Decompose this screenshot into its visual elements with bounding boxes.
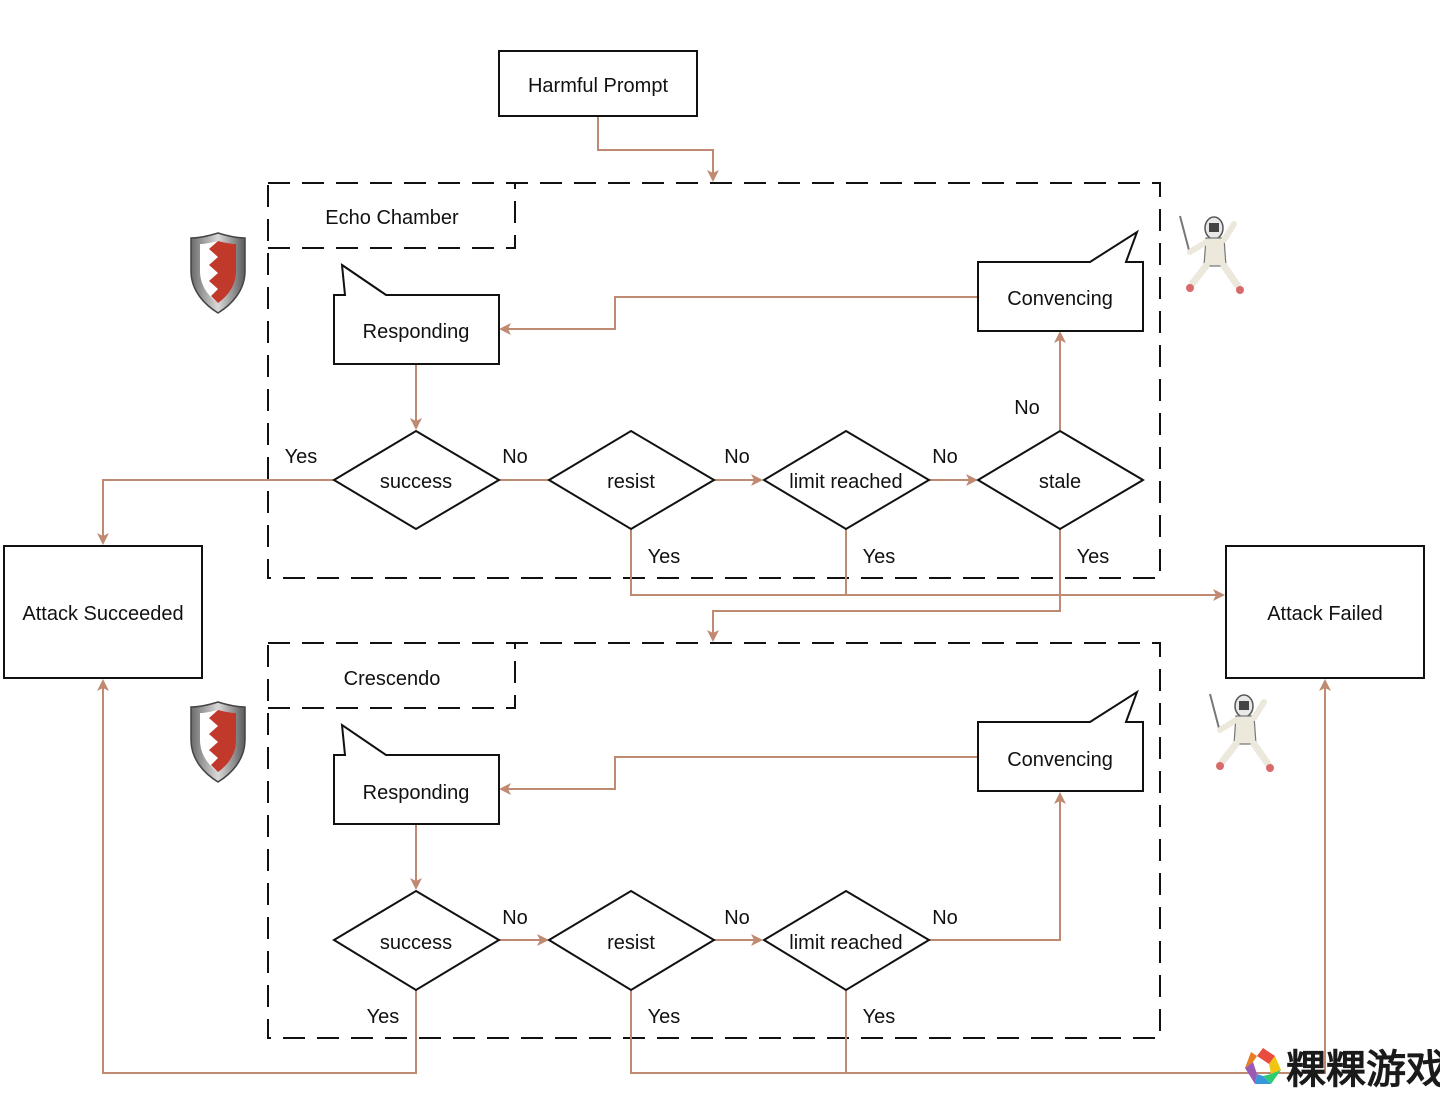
edge-echo-convencing-to-responding xyxy=(499,296,978,335)
watermark: 粿粿游戏园 xyxy=(1245,1047,1440,1093)
echo-responding-node: Responding xyxy=(333,262,500,365)
crescendo-limit-label: limit reached xyxy=(789,932,902,954)
edge-prompt-to-echo xyxy=(597,116,719,182)
crescendo-responding-label: Responding xyxy=(363,782,470,804)
watermark-logo-icon xyxy=(1245,1048,1281,1084)
echo-stale-yes-label: Yes xyxy=(1077,546,1110,568)
harmful-prompt-node: Harmful Prompt xyxy=(498,50,698,117)
echo-chamber-container xyxy=(267,182,1161,579)
crescendo-success-diamond: success xyxy=(332,889,501,992)
echo-chamber-title: Echo Chamber xyxy=(325,207,459,229)
echo-resist-label: resist xyxy=(607,471,655,493)
crescendo-success-label: success xyxy=(380,932,452,954)
edge-cres-resist-yes xyxy=(630,679,1331,1074)
echo-resist-no-label: No xyxy=(724,446,750,468)
echo-convencing-node: Convencing xyxy=(977,229,1144,332)
crescendo-limit-diamond: limit reached xyxy=(762,889,931,992)
crescendo-resist-no-label: No xyxy=(724,907,750,929)
crescendo-title: Crescendo xyxy=(344,668,441,690)
harmful-prompt-label: Harmful Prompt xyxy=(528,75,668,97)
echo-stale-diamond: stale xyxy=(976,429,1145,531)
attack-failed-node: Attack Failed xyxy=(1225,545,1425,679)
edge-echo-stale-yes xyxy=(707,529,1061,642)
fencer-icon xyxy=(1209,693,1274,772)
crescendo-success-no-label: No xyxy=(502,907,528,929)
edge-cres-convencing-to-responding xyxy=(499,756,978,795)
echo-success-yes-label: Yes xyxy=(285,446,318,468)
echo-limit-no-label: No xyxy=(932,446,958,468)
crescendo-limit-yes-label: Yes xyxy=(863,1006,896,1028)
attack-succeeded-node: Attack Succeeded xyxy=(3,545,203,679)
echo-stale-label: stale xyxy=(1039,471,1081,493)
crescendo-convencing-label: Convencing xyxy=(1007,749,1113,771)
crescendo-success-yes-label: Yes xyxy=(367,1006,400,1028)
shield-icon xyxy=(190,701,246,783)
crescendo-responding-node: Responding xyxy=(333,722,500,825)
echo-success-label: success xyxy=(380,471,452,493)
echo-limit-label: limit reached xyxy=(789,471,902,493)
echo-responding-label: Responding xyxy=(363,321,470,343)
crescendo-convencing-node: Convencing xyxy=(977,689,1144,792)
crescendo-limit-no-label: No xyxy=(932,907,958,929)
attack-succeeded-label: Attack Succeeded xyxy=(22,603,183,625)
crescendo-container xyxy=(267,642,1161,1039)
echo-stale-no-label: No xyxy=(1014,397,1040,419)
echo-success-diamond: success xyxy=(332,429,501,531)
shield-icon xyxy=(190,232,246,314)
echo-success-no-label: No xyxy=(502,446,528,468)
edge-echo-resist-yes xyxy=(630,529,1225,601)
crescendo-resist-yes-label: Yes xyxy=(648,1006,681,1028)
edge-echo-success-yes xyxy=(97,479,334,545)
watermark-text: 粿粿游戏园 xyxy=(1286,1047,1440,1093)
crescendo-resist-diamond: resist xyxy=(547,889,716,992)
crescendo-resist-label: resist xyxy=(607,932,655,954)
echo-resist-yes-label: Yes xyxy=(648,546,681,568)
edge-cres-limit-no xyxy=(929,792,1066,941)
echo-resist-diamond: resist xyxy=(547,429,716,531)
echo-limit-diamond: limit reached xyxy=(762,429,931,531)
attack-failed-label: Attack Failed xyxy=(1267,603,1383,625)
fencer-icon xyxy=(1179,215,1244,294)
flow-lines xyxy=(97,116,1331,1074)
edge-cres-success-yes xyxy=(97,679,417,1074)
echo-convencing-label: Convencing xyxy=(1007,288,1113,310)
echo-limit-yes-label: Yes xyxy=(863,546,896,568)
